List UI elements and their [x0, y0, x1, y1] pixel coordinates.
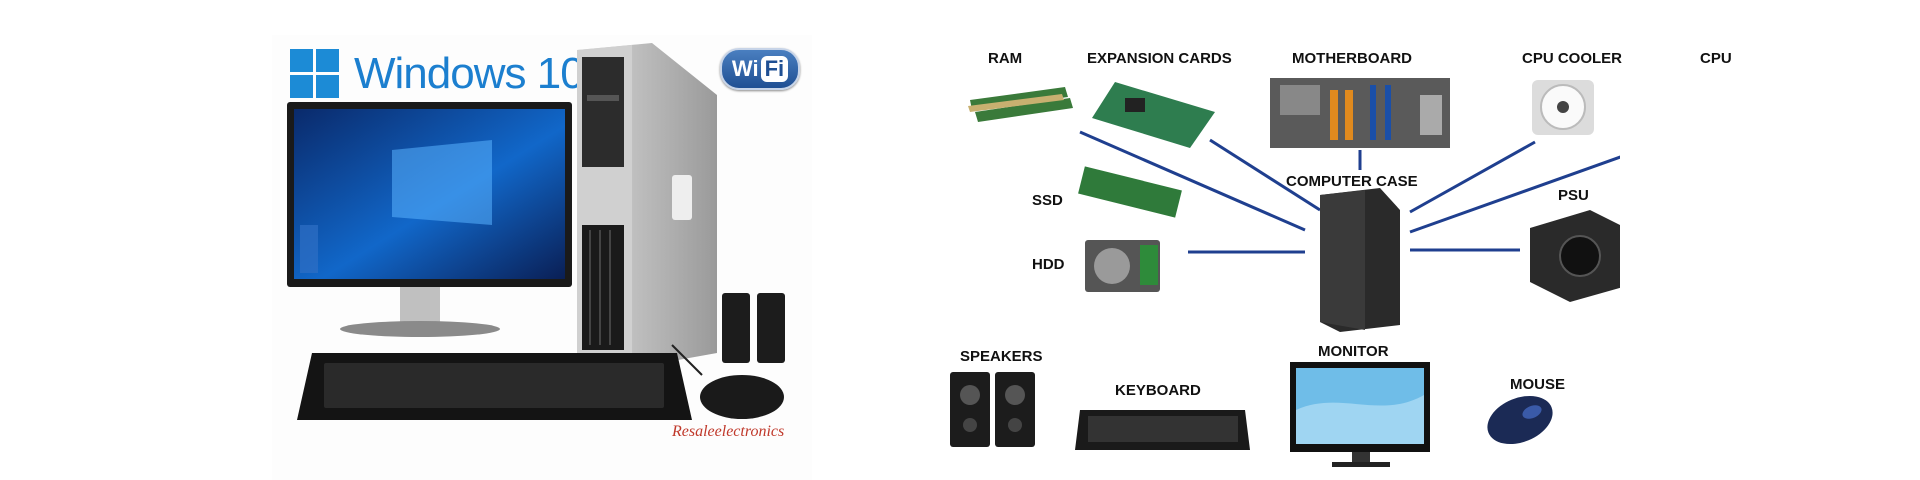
watermark-text: Resaleelectronics [672, 423, 785, 440]
label-monitor: MONITOR [1318, 343, 1389, 360]
label-psu: PSU [1558, 187, 1589, 204]
tower-case-icon [577, 43, 717, 365]
computer-case-icon [1320, 188, 1400, 332]
speakers-icon [722, 293, 785, 363]
label-speakers: SPEAKERS [960, 348, 1043, 365]
keyboard-icon-small [1075, 410, 1250, 450]
label-expansion-cards: EXPANSION CARDS [1087, 50, 1232, 67]
desktop-pc-illustration [287, 43, 785, 420]
mouse-icon-small [1487, 395, 1553, 445]
windows-brand-title: Windows 10 [354, 49, 585, 98]
computer-parts-diagram: RAM EXPANSION CARDS MOTHERBOARD CPU COOL… [940, 0, 1732, 480]
parts-illustration [950, 78, 1620, 467]
label-cpu: CPU [1700, 50, 1732, 67]
keyboard-icon [297, 353, 692, 420]
hdd-icon [1085, 240, 1160, 292]
ram-icon [968, 87, 1073, 122]
wifi-badge-wi: Wi [731, 56, 759, 81]
label-mouse: MOUSE [1510, 376, 1566, 393]
monitor-icon [287, 102, 572, 337]
label-hdd: HDD [1032, 256, 1065, 273]
label-ram: RAM [988, 50, 1023, 67]
ssd-icon [1078, 166, 1182, 218]
expansion-card-icon [1092, 82, 1215, 148]
label-cpu-cooler: CPU COOLER [1522, 50, 1623, 67]
speakers-icon-small [950, 372, 1035, 447]
connector-lines [1079, 130, 1620, 254]
psu-icon [1530, 210, 1620, 302]
windows-logo-icon [290, 49, 340, 99]
wifi-badge-fi: Fi [760, 56, 789, 82]
label-keyboard: KEYBOARD [1115, 382, 1201, 399]
monitor-icon-small [1290, 362, 1430, 467]
cpu-cooler-icon [1532, 80, 1594, 135]
motherboard-icon [1270, 78, 1450, 148]
mouse-icon [700, 375, 784, 419]
label-ssd: SSD [1032, 192, 1063, 209]
label-computer-case: COMPUTER CASE [1286, 173, 1418, 190]
label-motherboard: MOTHERBOARD [1292, 50, 1412, 67]
